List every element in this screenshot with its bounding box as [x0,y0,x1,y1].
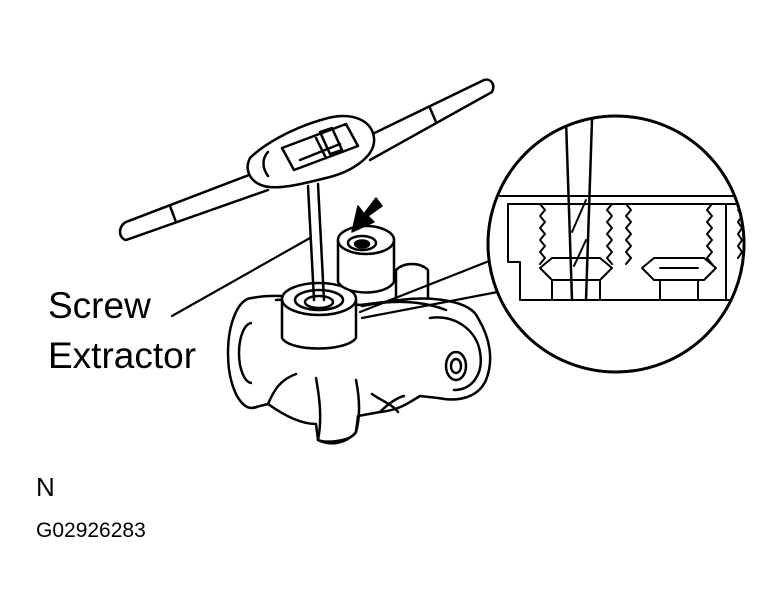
tap-wrench [120,80,493,240]
upper-port [338,226,394,293]
screw-extractor-shaft [308,184,324,300]
arrow-indicator [352,198,382,232]
callout-label-line1: Screw [48,285,151,326]
orientation-letter: N [36,472,55,502]
callout-label-line2: Extractor [48,335,197,376]
zoom-connector-lines [360,252,512,318]
figure-code: G02926283 [36,519,146,542]
label-leader-line [172,238,310,316]
center-port [282,283,356,349]
detail-magnifier [488,116,760,372]
